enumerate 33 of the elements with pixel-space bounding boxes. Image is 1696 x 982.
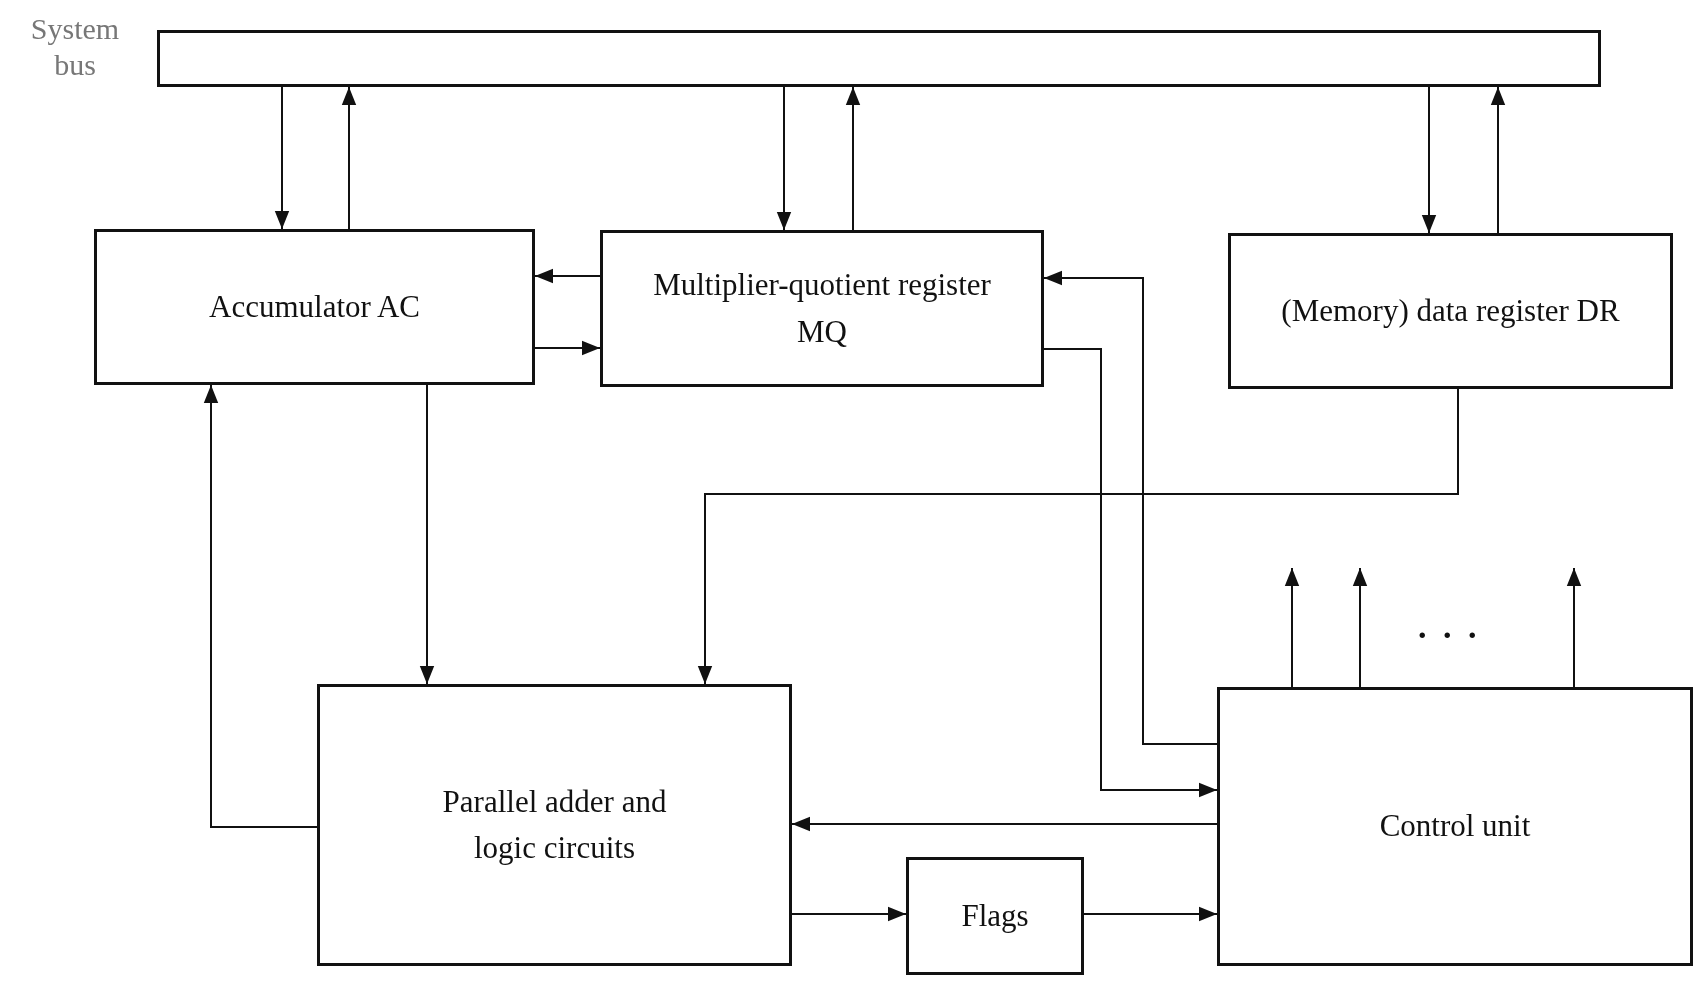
block-label: Parallel adder and logic circuits <box>441 782 668 867</box>
arrow <box>1352 567 1368 688</box>
bus-label: System bus <box>29 11 121 83</box>
register-box <box>600 230 1044 387</box>
arrow <box>203 384 318 828</box>
register-box <box>1217 687 1693 966</box>
register-box <box>317 684 792 966</box>
block-label: Accumulator AC <box>208 287 421 326</box>
arrow <box>1490 86 1506 234</box>
arrow <box>776 86 792 231</box>
arrow <box>1083 906 1218 922</box>
block-label: Flags <box>960 896 1030 935</box>
arrow <box>791 906 907 922</box>
flags-box <box>906 857 1084 975</box>
arrow <box>697 388 1459 685</box>
arrow <box>274 86 290 230</box>
block-label: (Memory) data register DR <box>1280 291 1621 330</box>
register-box <box>1228 233 1673 389</box>
arrow <box>1284 567 1300 688</box>
ellipsis-mark: . . . <box>1418 608 1481 646</box>
arrow <box>1421 86 1437 234</box>
arrow <box>534 268 601 284</box>
arrow <box>1043 348 1218 798</box>
register-box <box>94 229 535 385</box>
block-label: Multiplier-quotient register MQ <box>652 266 992 351</box>
arrow <box>1566 567 1582 688</box>
arrow <box>534 340 601 356</box>
arrow <box>845 86 861 231</box>
arrow <box>419 384 435 685</box>
block-label: Control unit <box>1378 807 1532 846</box>
arrow <box>1043 270 1218 745</box>
arrow <box>791 816 1218 832</box>
arrow <box>341 86 357 230</box>
